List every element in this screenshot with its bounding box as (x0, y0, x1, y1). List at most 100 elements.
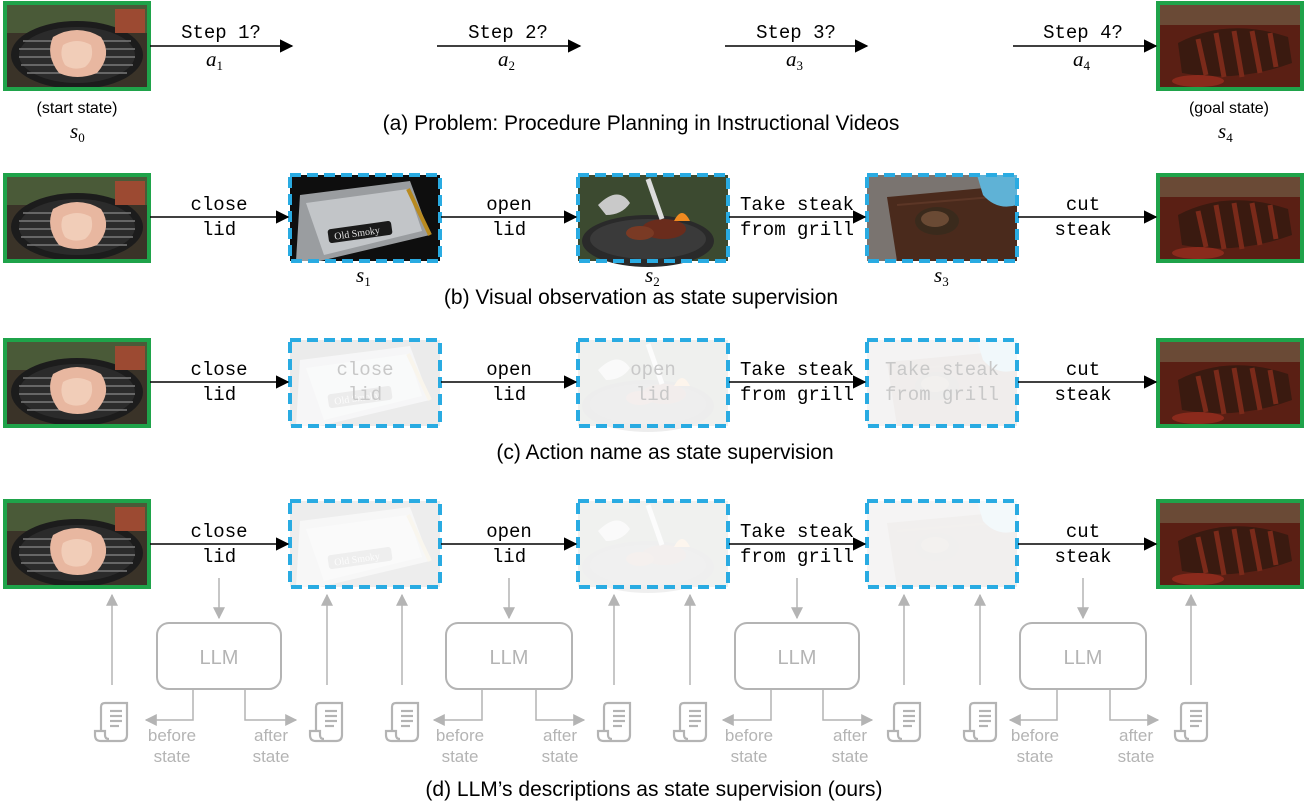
d-goal-image (1158, 501, 1302, 587)
b-state-3-image (865, 173, 1019, 263)
d-state-2-box (578, 501, 728, 593)
c-state-1-line2: lid (348, 384, 382, 406)
caption-d: (d) LLM’s descriptions as state supervis… (425, 778, 882, 801)
goal-state-var: s4 (1218, 119, 1233, 145)
panel-a: (start state) s0 (goal state) s4 Step 1?… (3, 1, 1302, 145)
document-icon (962, 701, 998, 743)
start-state-caption: (start state) (37, 100, 118, 117)
c-start-image (3, 338, 151, 428)
c-state-1-box: close lid (288, 338, 442, 428)
llm-4-before-line2: state (1017, 747, 1054, 766)
llm-4-before-line1: before (1011, 726, 1059, 745)
b-action-2-line2: lid (492, 219, 526, 241)
d-action-2-line1: open (486, 521, 532, 543)
d-action-3-line1: Take steak (740, 521, 854, 543)
step-4: Step 4? a4 (1013, 22, 1158, 73)
llm-label-1: LLM (200, 647, 239, 669)
d-action-2-line2: lid (492, 546, 526, 568)
llm-label-2: LLM (490, 647, 529, 669)
step-1: Step 1? a1 (150, 22, 294, 73)
c-action-1-line1: close (190, 359, 247, 381)
c-action-1-line2: lid (202, 384, 236, 406)
llm-block-3: LLM before state after state (721, 622, 874, 766)
c-action-4-line1: cut (1066, 359, 1100, 381)
goal-state-image (1158, 3, 1302, 89)
panel-c: close lid open lid Take steak from grill… (3, 338, 1302, 464)
b-goal-image (1158, 175, 1302, 261)
d-action-1-line2: lid (202, 546, 236, 568)
llm-2-after-line1: after (543, 726, 577, 745)
llm-2-before-line2: state (442, 747, 479, 766)
d-start-image (3, 499, 151, 589)
document-icon (886, 701, 922, 743)
b-action-3-line2: from grill (740, 219, 854, 241)
c-action-3-line2: from grill (740, 384, 854, 406)
c-action-3-line1: Take steak (740, 359, 854, 381)
d-state-3-box (865, 499, 1019, 589)
goal-state-caption: (goal state) (1189, 100, 1269, 117)
c-goal-image (1158, 340, 1302, 426)
llm-block-2: LLM before state after state (432, 622, 586, 766)
llm-1-before-line2: state (154, 747, 191, 766)
c-state-3-box: Take steak from grill (865, 338, 1019, 428)
step-2-label: Step 2? (468, 22, 548, 44)
llm-1-after-line2: state (253, 747, 290, 766)
caption-a: (a) Problem: Procedure Planning in Instr… (383, 112, 900, 135)
document-icon (1173, 701, 1209, 743)
document-icon (308, 701, 344, 743)
llm-3-before-line2: state (731, 747, 768, 766)
llm-1-before-line1: before (148, 726, 196, 745)
b-state-2-var: s2 (645, 263, 660, 289)
document-icon (93, 701, 129, 743)
c-state-3-line1: Take steak (885, 359, 999, 381)
c-action-2-line1: open (486, 359, 532, 381)
llm-block-4: LLM before state after state (1008, 622, 1160, 766)
step-2: Step 2? a2 (437, 22, 582, 73)
b-state-2-image (578, 175, 728, 267)
step-2-action: a2 (498, 47, 515, 73)
llm-2-before-line1: before (436, 726, 484, 745)
b-action-1-line2: lid (202, 219, 236, 241)
step-3-action: a3 (786, 47, 803, 73)
panel-d: close lid open lid Take steak from grill… (3, 499, 1302, 801)
b-action-1-line1: close (190, 194, 247, 216)
llm-2-after-line2: state (542, 747, 579, 766)
llm-label-4: LLM (1064, 647, 1103, 669)
start-state-var: s0 (70, 119, 85, 145)
b-action-2-line1: open (486, 194, 532, 216)
c-state-2-line2: lid (636, 384, 670, 406)
llm-block-1: LLM before state after state (144, 622, 298, 766)
b-start-image (3, 173, 151, 263)
d-action-3-line2: from grill (740, 546, 854, 568)
step-3-label: Step 3? (756, 22, 836, 44)
c-state-2-box: open lid (578, 340, 728, 432)
b-state-1-image (288, 173, 442, 263)
llm-4-after-line1: after (1119, 726, 1153, 745)
step-1-label: Step 1? (181, 22, 261, 44)
b-state-3-var: s3 (934, 263, 949, 289)
step-4-label: Step 4? (1043, 22, 1123, 44)
b-action-3-line1: Take steak (740, 194, 854, 216)
start-state-image (3, 1, 151, 91)
llm-1-after-line1: after (254, 726, 288, 745)
llm-3-after-line1: after (833, 726, 867, 745)
llm-3-after-line2: state (832, 747, 869, 766)
document-icon (672, 701, 708, 743)
c-action-4-line2: steak (1054, 384, 1111, 406)
b-state-1-var: s1 (356, 263, 371, 289)
document-icon (384, 701, 420, 743)
caption-b: (b) Visual observation as state supervis… (444, 286, 838, 309)
step-3: Step 3? a3 (725, 22, 869, 73)
step-1-action: a1 (206, 47, 223, 73)
d-action-1-line1: close (190, 521, 247, 543)
c-state-1-line1: close (336, 359, 393, 381)
llm-3-before-line1: before (725, 726, 773, 745)
caption-c: (c) Action name as state supervision (496, 441, 833, 464)
d-state-1-box (288, 499, 442, 589)
d-action-4-line1: cut (1066, 521, 1100, 543)
step-4-action: a4 (1073, 47, 1091, 73)
llm-label-3: LLM (778, 647, 817, 669)
c-state-3-line2: from grill (885, 384, 999, 406)
d-action-4-line2: steak (1054, 546, 1111, 568)
